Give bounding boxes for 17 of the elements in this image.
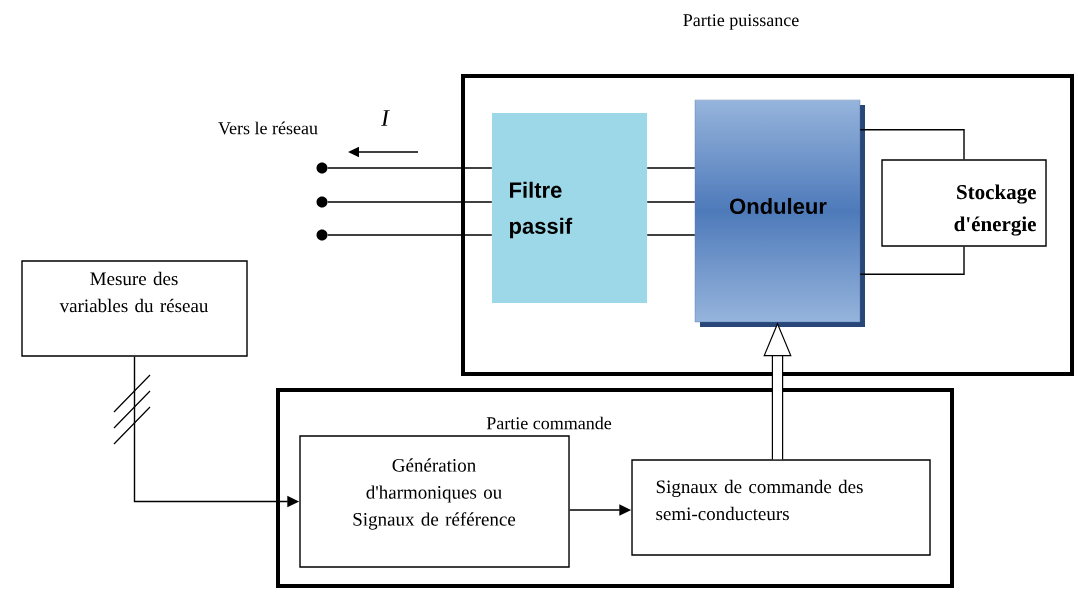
connector-line: [646, 234, 696, 236]
connector-line: [327, 234, 493, 236]
connector-line: [646, 167, 696, 169]
signals-box: Signaux de commande des semi-conducteurs: [631, 459, 931, 556]
connector-line: [859, 129, 965, 160]
connector-line: [859, 246, 965, 275]
label-text: Vers le réseau: [218, 121, 318, 135]
node-label: Partie puissance: [683, 14, 799, 30]
generation-box: Génération d'harmoniques ou Signaux de référence: [299, 435, 570, 568]
connector-line: [646, 201, 696, 203]
storage-box: Stockage d'énergie: [881, 159, 1047, 247]
connector-line: [327, 167, 493, 169]
current-symbol: I: [380, 110, 390, 126]
inverter-box: Onduleur: [694, 99, 865, 327]
measurement-box: Mesure des variables du réseau: [21, 260, 248, 357]
filter-box: Filtre passif: [492, 113, 647, 303]
connector-line: [327, 201, 493, 203]
